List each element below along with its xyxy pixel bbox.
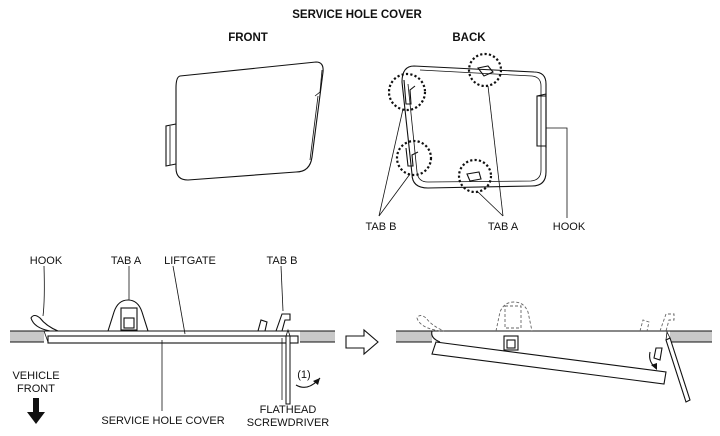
tab-a-upper-marker <box>467 52 503 88</box>
back-view-label: BACK <box>452 32 486 44</box>
step-marker: (1) <box>297 369 310 381</box>
top-leader-lines <box>378 85 568 218</box>
screwdriver-label-line2: SCREWDRIVER <box>247 417 330 429</box>
tab-b-label: TAB B <box>366 221 397 233</box>
liftgate-label: LIFTGATE <box>164 255 216 267</box>
service-hole-cover-label: SERVICE HOLE COVER <box>101 415 224 427</box>
cover-back-view <box>387 52 547 194</box>
vehicle-front-arrow-icon <box>27 398 45 424</box>
diagram-title: SERVICE HOLE COVER <box>292 9 422 21</box>
liftgate-cross-section-right <box>396 301 712 403</box>
tab-a-label: TAB A <box>488 221 519 233</box>
vehicle-front-label-line1: VEHICLE <box>12 370 59 382</box>
tab-b-upper-marker <box>387 72 427 112</box>
cover-front-view <box>165 61 324 181</box>
liftgate-cross-section-left <box>10 299 335 405</box>
bottom-left-leader-lines <box>42 265 284 411</box>
hook-label: HOOK <box>553 221 586 233</box>
front-view-label: FRONT <box>228 32 268 44</box>
tab-b-cross-section-label: TAB B <box>267 255 298 267</box>
vehicle-front-label-line2: FRONT <box>17 383 55 395</box>
screwdriver-label-line1: FLATHEAD <box>260 404 317 416</box>
tab-a-lower-marker <box>457 158 493 194</box>
tab-b-lower-marker <box>395 139 433 177</box>
hook-cross-section-label: HOOK <box>30 255 63 267</box>
tab-a-cross-section-label: TAB A <box>111 255 142 267</box>
transition-arrow-icon <box>345 328 379 356</box>
